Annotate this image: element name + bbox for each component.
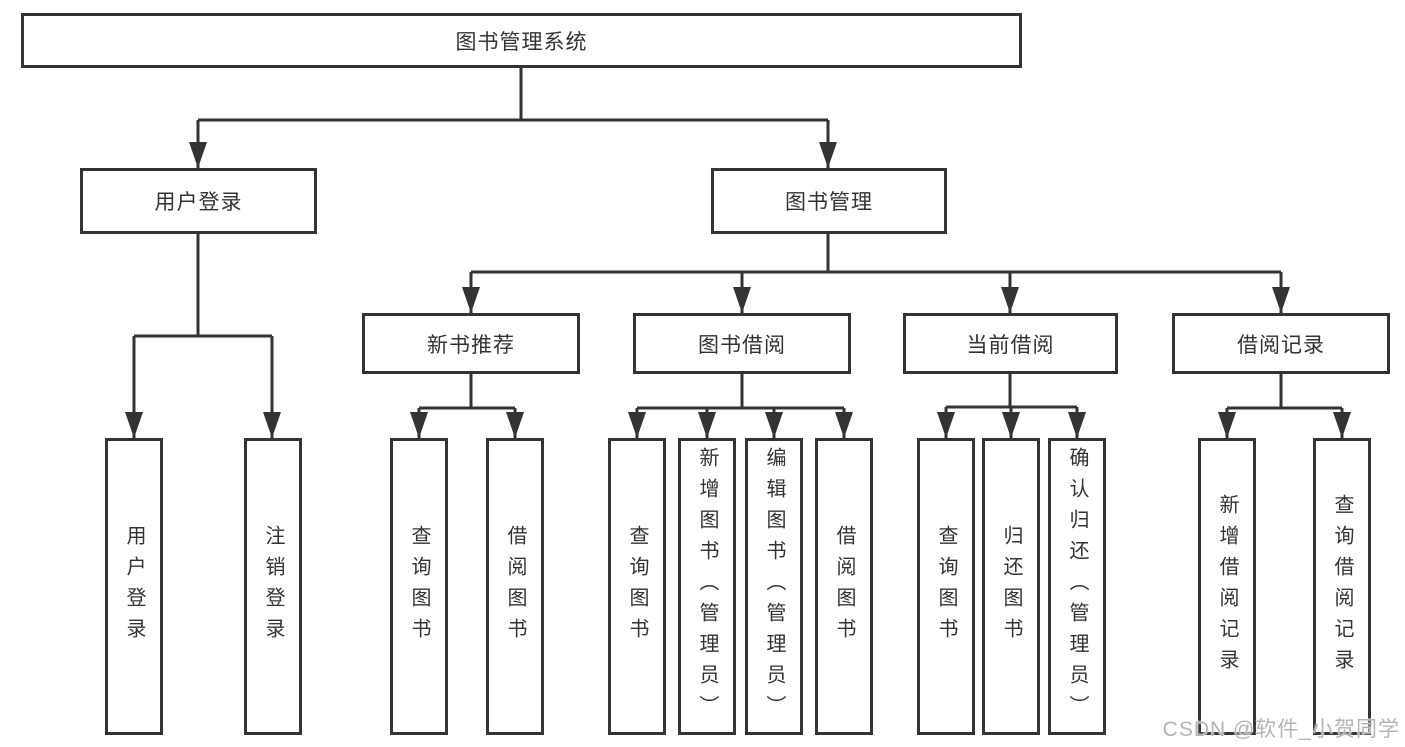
leaf-user-login: 用户登录 <box>105 438 163 735</box>
leaf-label: 确认归还（管理员） <box>1066 447 1088 726</box>
leaf-label: 用户登录 <box>123 524 145 649</box>
leaf-newbooks-query: 查询图书 <box>390 438 448 735</box>
arrowhead <box>1333 412 1351 438</box>
arrowhead <box>819 142 837 168</box>
leaf-label: 查询图书 <box>626 524 648 649</box>
leaf-label: 借阅图书 <box>833 524 855 649</box>
arrowhead <box>698 412 716 438</box>
arrowhead <box>1002 412 1020 438</box>
leaf-borrow-edit-admin: 编辑图书（管理员） <box>745 438 803 735</box>
leaf-records-query: 查询借阅记录 <box>1313 438 1371 735</box>
arrowhead <box>1272 287 1290 313</box>
node-root-system: 图书管理系统 <box>21 13 1022 68</box>
arrowhead <box>125 412 143 438</box>
leaf-label: 归还图书 <box>1000 524 1022 649</box>
leaf-logout: 注销登录 <box>244 438 302 735</box>
leaf-borrow-add-admin: 新增图书（管理员） <box>678 438 736 735</box>
node-borrow-records: 借阅记录 <box>1172 313 1390 374</box>
connector-borrow-records <box>1218 374 1351 438</box>
arrowhead <box>263 412 281 438</box>
arrowhead <box>937 412 955 438</box>
node-book-borrow: 图书借阅 <box>633 313 851 374</box>
leaf-label: 查询图书 <box>935 524 957 649</box>
node-new-books: 新书推荐 <box>362 313 580 374</box>
leaf-label: 编辑图书（管理员） <box>763 447 785 726</box>
csdn-watermark: CSDN @软件_小贺同学 <box>1162 718 1400 741</box>
connector-book-mgmt <box>462 234 1290 313</box>
connector-root <box>189 68 837 168</box>
leaf-newbooks-borrow: 借阅图书 <box>486 438 544 735</box>
arrowhead <box>733 287 751 313</box>
leaf-label: 借阅图书 <box>504 524 526 649</box>
arrowhead <box>1001 287 1019 313</box>
leaf-label: 查询图书 <box>408 524 430 649</box>
node-user-login: 用户登录 <box>80 168 317 234</box>
connector-current-borrow <box>937 374 1086 438</box>
connector-new-books <box>410 374 524 438</box>
connector-book-borrow <box>628 374 853 438</box>
node-current-borrow: 当前借阅 <box>903 313 1118 374</box>
leaf-label: 注销登录 <box>262 524 284 649</box>
arrowhead <box>506 412 524 438</box>
arrowhead <box>1068 412 1086 438</box>
leaf-current-return: 归还图书 <box>982 438 1040 735</box>
arrowhead <box>765 412 783 438</box>
leaf-current-query: 查询图书 <box>917 438 975 735</box>
node-book-management: 图书管理 <box>711 168 947 234</box>
arrowhead <box>462 287 480 313</box>
leaf-borrow-query: 查询图书 <box>608 438 666 735</box>
arrowhead <box>835 412 853 438</box>
leaf-current-confirm-admin: 确认归还（管理员） <box>1048 438 1106 735</box>
connector-user-login <box>125 234 281 438</box>
leaf-records-add: 新增借阅记录 <box>1198 438 1256 735</box>
leaf-label: 新增图书（管理员） <box>696 447 718 726</box>
arrowhead <box>410 412 428 438</box>
leaf-borrow-borrow: 借阅图书 <box>815 438 873 735</box>
arrowhead <box>189 142 207 168</box>
leaf-label: 查询借阅记录 <box>1331 493 1353 680</box>
arrowhead <box>1218 412 1236 438</box>
arrowhead <box>628 412 646 438</box>
leaf-label: 新增借阅记录 <box>1216 493 1238 680</box>
